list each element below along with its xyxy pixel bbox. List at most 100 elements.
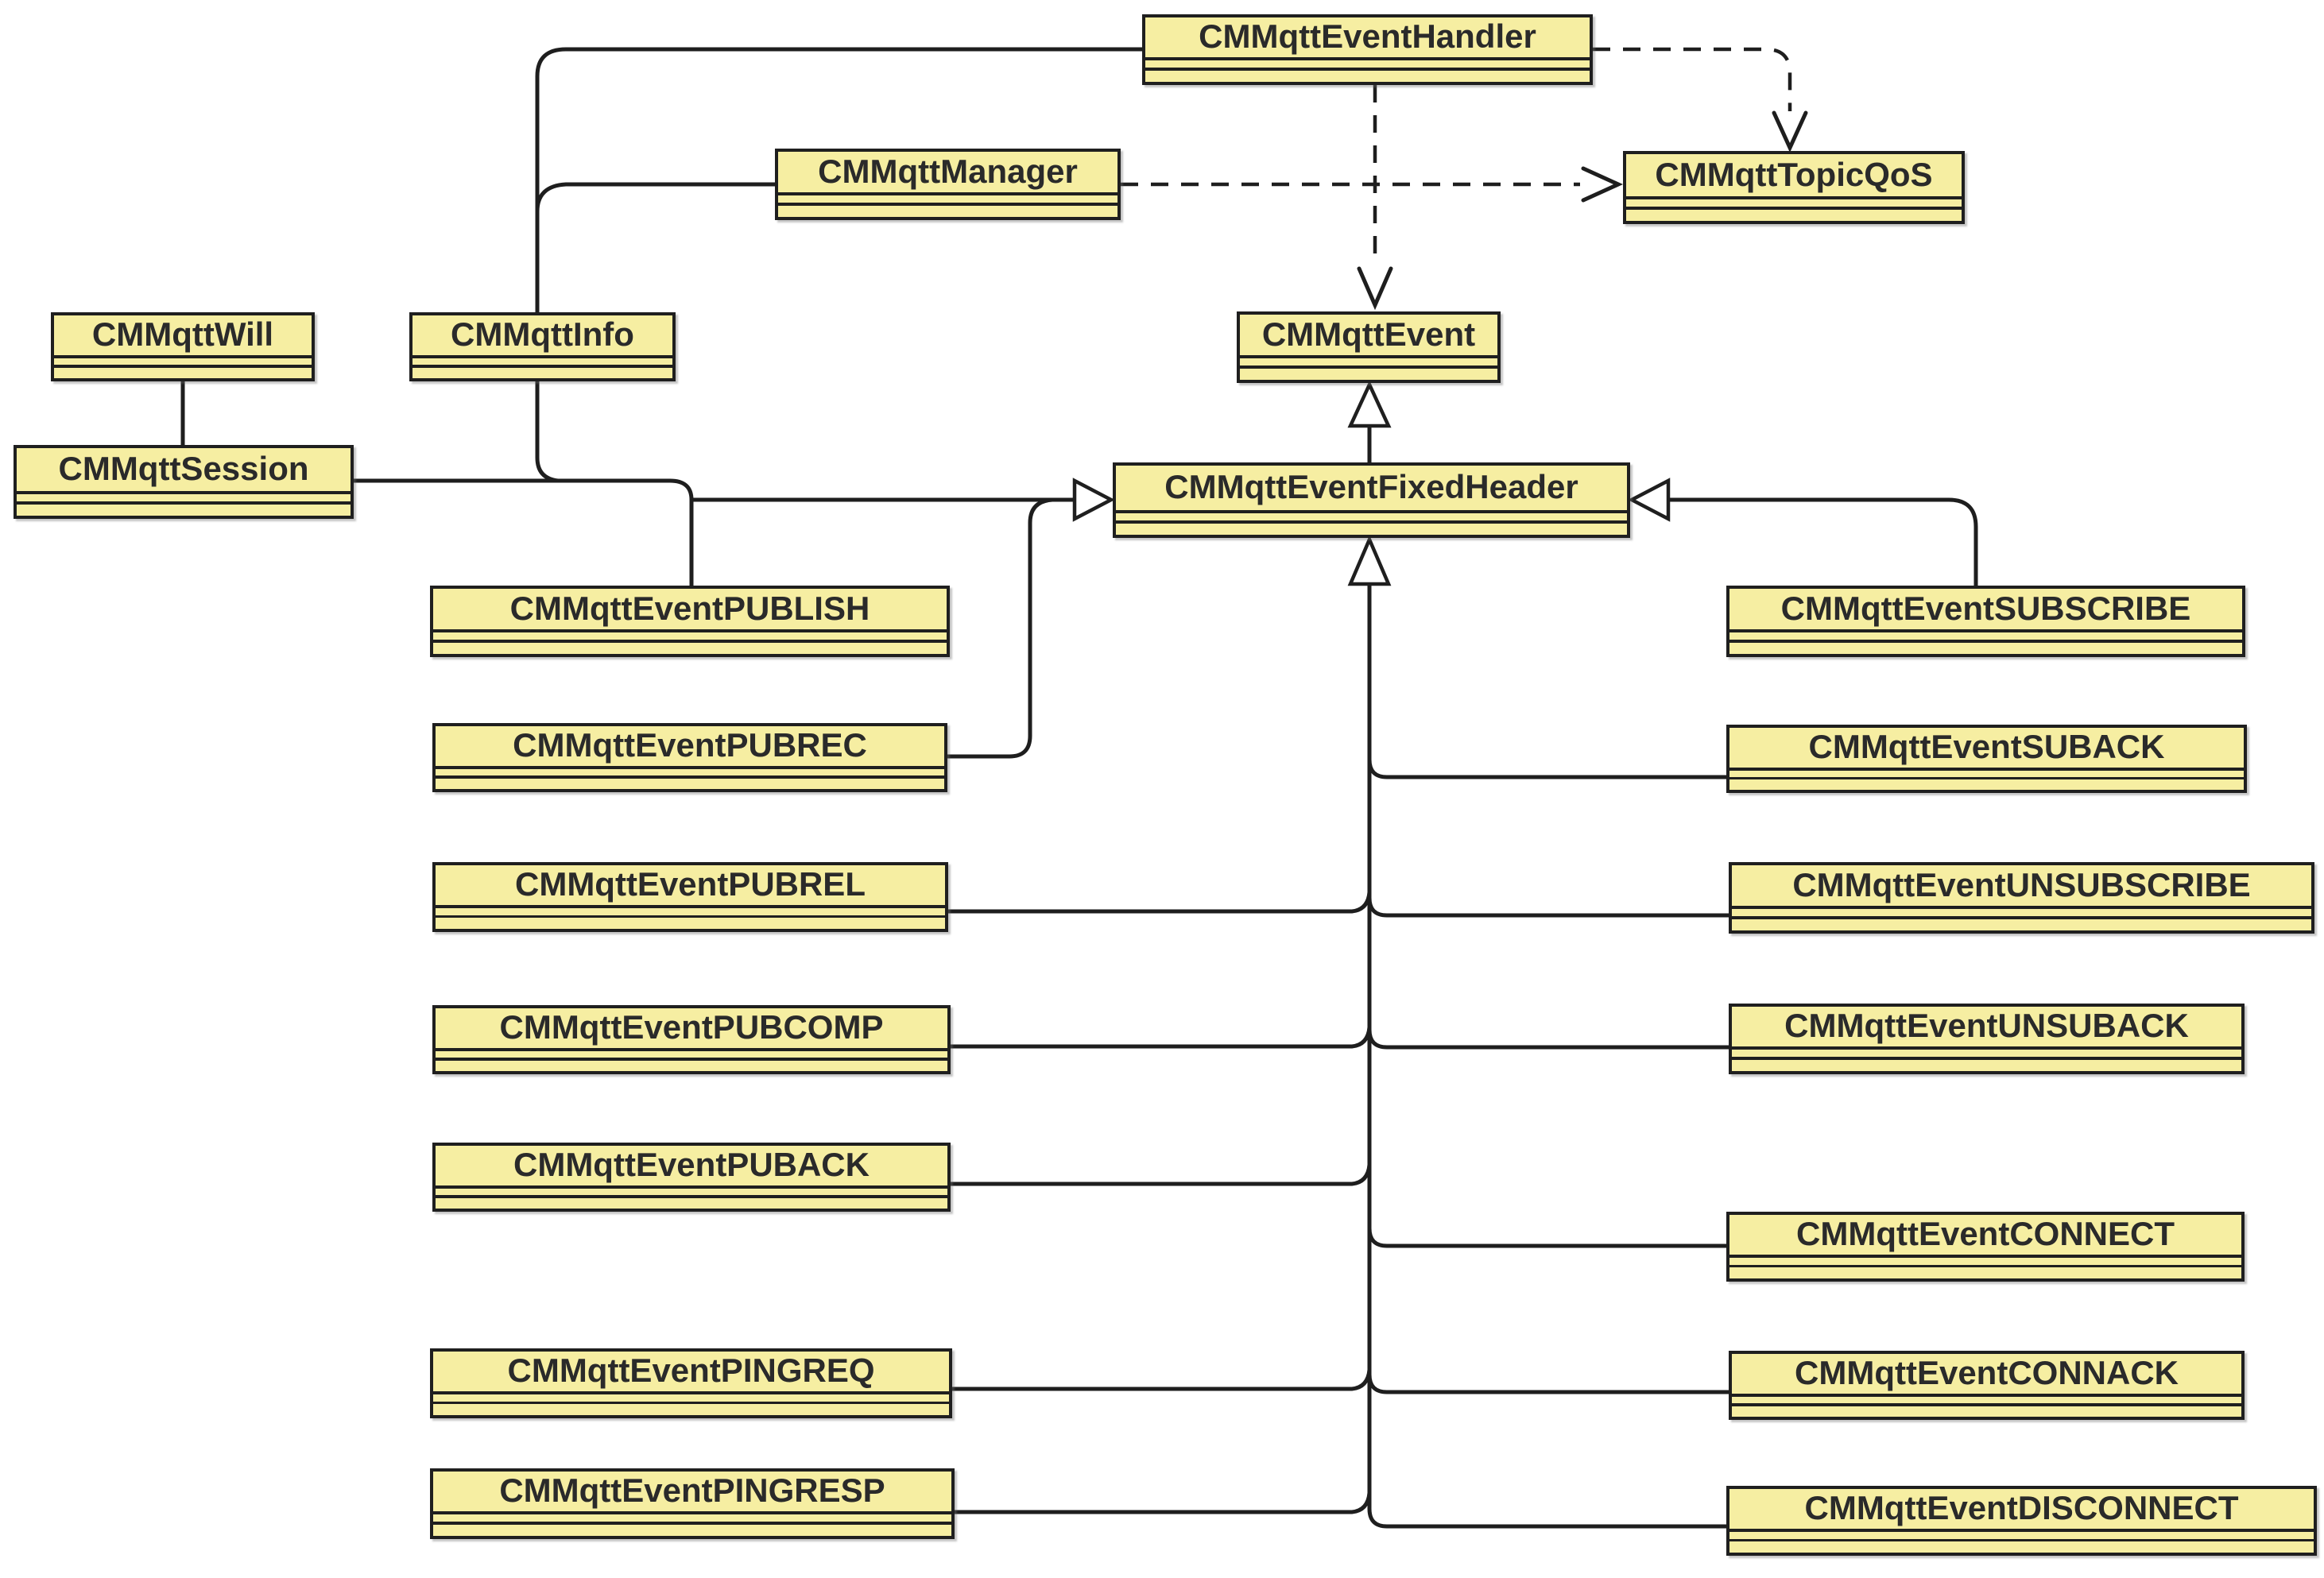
- compartment-divider: [778, 203, 1117, 206]
- class-name-label: CMMqttEventPUBCOMP: [499, 1008, 884, 1046]
- compartment-divider: [433, 640, 947, 643]
- gen-branch-pubcomp: [951, 1027, 1372, 1049]
- compartment-divider: [413, 355, 672, 358]
- operations-compartment: [413, 368, 672, 378]
- class-name-label: CMMqttEventPUBREC: [513, 726, 867, 764]
- class-cmmqtteventconnack: CMMqttEventCONNACK: [1729, 1351, 2245, 1420]
- gen-branch-pingreq: [952, 1369, 1372, 1391]
- compartment-divider: [413, 365, 672, 368]
- class-cmmqttmanager: CMMqttManager: [775, 149, 1121, 220]
- compartment-divider: [1240, 365, 1497, 369]
- operations-compartment: [1116, 524, 1627, 535]
- compartment-divider: [1732, 1046, 2241, 1050]
- gen-branch-connack: [1367, 1374, 1729, 1394]
- attributes-compartment: [778, 195, 1117, 203]
- operations-compartment: [1626, 210, 1962, 221]
- operations-compartment: [436, 1061, 947, 1071]
- operations-compartment: [433, 643, 947, 654]
- class-name-label: CMMqttEventPUBACK: [513, 1146, 870, 1183]
- class-cmmqtteventconnect: CMMqttEventCONNECT: [1726, 1212, 2245, 1282]
- triangle-into-fixedheader-bottom: [1347, 535, 1392, 586]
- class-name-label: CMMqttEventPINGRESP: [499, 1472, 885, 1509]
- attributes-compartment: [436, 769, 944, 775]
- attributes-compartment: [1626, 199, 1962, 207]
- class-cmmqtteventunsubscribe: CMMqttEventUNSUBSCRIBE: [1729, 862, 2314, 934]
- class-name-label: CMMqttEventCONNECT: [1796, 1215, 2175, 1252]
- dep-eventhandler-topicqos: [1593, 47, 1792, 111]
- attributes-compartment: [433, 632, 947, 640]
- operations-compartment: [1732, 1406, 2241, 1417]
- compartment-divider: [436, 1058, 947, 1061]
- triangle-into-fixedheader-right: [1628, 478, 1671, 522]
- compartment-divider: [1145, 57, 1590, 60]
- attributes-compartment: [17, 494, 351, 501]
- class-cmmqtteventsuback: CMMqttEventSUBACK: [1726, 725, 2247, 793]
- attributes-compartment: [1732, 1050, 2241, 1057]
- class-name-label: CMMqttEventPINGREQ: [507, 1352, 875, 1389]
- class-name-label: CMMqttEventPUBREL: [515, 865, 866, 903]
- compartment-divider: [1626, 196, 1962, 199]
- class-cmmqtttopicqos: CMMqttTopicQoS: [1623, 151, 1965, 224]
- operations-compartment: [1732, 919, 2311, 930]
- compartment-divider: [436, 915, 945, 919]
- compartment-divider: [1729, 1529, 2314, 1532]
- class-cmmqtteventfixedheader: CMMqttEventFixedHeader: [1113, 462, 1630, 538]
- compartment-divider: [54, 365, 312, 368]
- class-name-label: CMMqttEventFixedHeader: [1164, 468, 1578, 505]
- operations-compartment: [1145, 71, 1590, 82]
- compartment-divider: [17, 491, 351, 494]
- class-cmmqttwill: CMMqttWill: [51, 312, 315, 381]
- gen-branch-pingresp: [955, 1492, 1372, 1514]
- compartment-divider: [436, 1048, 947, 1051]
- compartment-divider: [1729, 640, 2242, 643]
- class-cmmqtteventpublish: CMMqttEventPUBLISH: [430, 586, 950, 657]
- compartment-divider: [436, 1185, 947, 1189]
- edge-eventhandler-info: [535, 47, 1142, 312]
- class-name-label: CMMqttEventDISCONNECT: [1804, 1489, 2239, 1526]
- compartment-divider: [1729, 768, 2244, 771]
- compartment-divider: [1116, 510, 1627, 513]
- attributes-compartment: [1729, 1532, 2314, 1539]
- class-cmmqtteventsubscribe: CMMqttEventSUBSCRIBE: [1726, 586, 2245, 657]
- generalization-lines: [691, 426, 1978, 1529]
- compartment-divider: [433, 1522, 951, 1525]
- gen-branch-unsubscribe: [1367, 897, 1729, 918]
- operations-compartment: [1729, 643, 2242, 654]
- class-name-label: CMMqttWill: [91, 315, 274, 353]
- attributes-compartment: [54, 358, 312, 365]
- compartment-divider: [17, 501, 351, 505]
- attributes-compartment: [436, 1051, 947, 1058]
- compartment-divider: [1732, 1394, 2241, 1397]
- compartment-divider: [436, 775, 944, 779]
- operations-compartment: [778, 206, 1117, 217]
- compartment-divider: [1729, 1255, 2241, 1258]
- compartment-divider: [1145, 68, 1590, 71]
- class-cmmqtteventunsuback: CMMqttEventUNSUBACK: [1729, 1004, 2245, 1074]
- class-name-label: CMMqttEventSUBACK: [1808, 728, 2165, 765]
- compartment-divider: [1729, 1538, 2314, 1542]
- compartment-divider: [433, 1401, 949, 1405]
- operations-compartment: [1732, 1060, 2241, 1071]
- compartment-divider: [54, 355, 312, 358]
- class-name-label: CMMqttEvent: [1261, 315, 1476, 353]
- class-cmmqtteventpingreq: CMMqttEventPINGREQ: [430, 1348, 952, 1418]
- gen-branch-connect: [1367, 1228, 1726, 1248]
- compartment-divider: [1732, 906, 2311, 909]
- operations-compartment: [433, 1404, 949, 1415]
- class-name-label: CMMqttEventHandler: [1199, 17, 1536, 55]
- attributes-compartment: [433, 1514, 951, 1522]
- attributes-compartment: [1729, 1258, 2241, 1265]
- gen-subscribe-fixedheader: [1668, 497, 1978, 586]
- class-name-label: CMMqttTopicQoS: [1655, 155, 1933, 193]
- class-name-label: CMMqttEventUNSUBACK: [1784, 1007, 2189, 1044]
- gen-branch-puback: [951, 1164, 1372, 1186]
- operations-compartment: [436, 918, 945, 929]
- generalization-triangles: [1072, 380, 1671, 586]
- arrowhead-into-event-top: [1357, 266, 1393, 311]
- attributes-compartment: [1145, 60, 1590, 68]
- compartment-divider: [433, 1511, 951, 1514]
- class-cmmqtteventhandler: CMMqttEventHandler: [1142, 14, 1593, 85]
- operations-compartment: [1729, 779, 2244, 790]
- gen-branch-pubrel: [948, 891, 1372, 914]
